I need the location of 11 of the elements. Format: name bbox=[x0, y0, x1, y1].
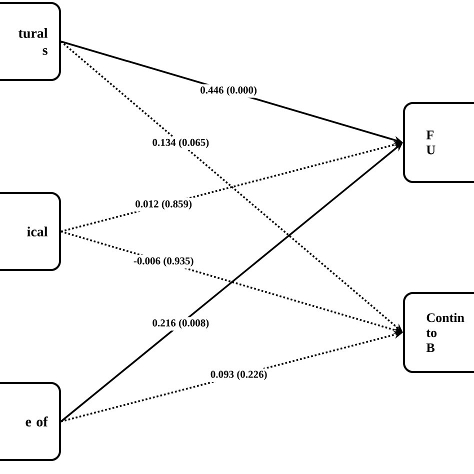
edge-label: 0.446 (0.000) bbox=[198, 84, 260, 98]
construct-box: tural s bbox=[0, 2, 61, 81]
construct-box: e of bbox=[0, 382, 61, 461]
construct-box: Contin to B bbox=[403, 292, 474, 373]
construct-box: ical bbox=[0, 192, 61, 271]
edge-label: 0.093 (0.226) bbox=[208, 368, 270, 382]
edge-label: 0.012 (0.859) bbox=[133, 198, 194, 212]
edge-label: 0.134 (0.065) bbox=[150, 136, 212, 150]
construct-box: F U bbox=[403, 102, 474, 183]
edge-label: -0.006 (0.935) bbox=[131, 255, 196, 269]
edge-label: 0.216 (0.008) bbox=[150, 317, 212, 331]
